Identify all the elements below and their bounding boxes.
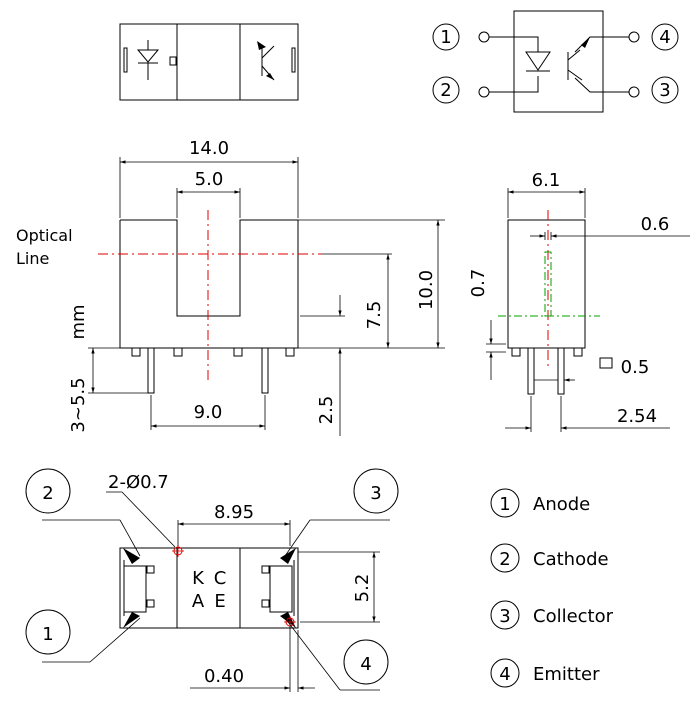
- schematic-pin-3-label: 3: [659, 80, 670, 101]
- schematic-transistor-icon: [567, 37, 590, 81]
- legend-pin-4-name: Emitter: [533, 664, 600, 685]
- schematic-pin-2-label: 2: [440, 80, 451, 101]
- dim-2-54-label: 2.54: [617, 406, 657, 427]
- dim-5-2-label: 5.2: [352, 574, 373, 603]
- optical-line-label-2: Line: [16, 249, 49, 268]
- pad-c-label: C: [214, 568, 227, 589]
- dim-6-1-label: 6.1: [532, 170, 561, 191]
- dim-0-6-label: 0.6: [641, 214, 670, 235]
- callout-pin-4-label: 4: [360, 654, 371, 675]
- pad-e-label: E: [214, 591, 225, 612]
- front-view: 14.0 5.0 Optical Line 10.0 7.5 2.5: [16, 138, 445, 436]
- schematic-pin-4-label: 4: [659, 27, 670, 48]
- legend-pin-2-num: 2: [499, 549, 510, 570]
- legend-pin-1-num: 1: [499, 494, 510, 515]
- led-diode-icon: [136, 40, 160, 80]
- dim-0-5-label: 0.5: [621, 357, 650, 378]
- dim-5-label: 5.0: [195, 169, 224, 190]
- callout-pin-3-label: 3: [370, 483, 381, 504]
- legend-pin-3-num: 3: [499, 606, 510, 627]
- unit-mm-label: mm: [68, 304, 89, 339]
- legend-pin-3-name: Collector: [533, 606, 614, 627]
- optical-line-label-1: Optical: [16, 226, 73, 245]
- dim-0-40-label: 0.40: [204, 666, 244, 687]
- pad-a-label: A: [192, 591, 205, 612]
- callout-pin-1-label: 1: [42, 624, 53, 645]
- schematic-pin-1-label: 1: [440, 27, 451, 48]
- pin-schematic: 1 2 4 3: [432, 10, 679, 113]
- footprint-view: K A C E 2-Ø0.7 8.95 5.2 0.40: [25, 468, 399, 692]
- dim-0-7-label: 0.7: [468, 269, 489, 298]
- legend-pin-4-num: 4: [499, 664, 510, 685]
- legend-pin-2-name: Cathode: [533, 549, 609, 570]
- side-view: 6.1 0.6 0.7 0.5 2.54: [468, 170, 690, 432]
- pin-legend: 1 Anode 2 Cathode 3 Collector 4 Emitter: [490, 488, 614, 688]
- legend-pin-1-name: Anode: [533, 494, 590, 515]
- symbol-block: [119, 23, 299, 101]
- dim-14-label: 14.0: [189, 138, 229, 159]
- schematic-diode-icon: [525, 51, 551, 72]
- dim-lead-length-label: 3~5.5: [68, 377, 89, 432]
- phototransistor-icon: [257, 41, 275, 81]
- callout-pin-2-label: 2: [42, 483, 53, 504]
- pad-k-label: K: [192, 568, 205, 589]
- dim-9-label: 9.0: [194, 402, 223, 423]
- square-lead-icon: [599, 357, 613, 369]
- hole-spec-label: 2-Ø0.7: [108, 472, 169, 493]
- dim-2-5-label: 2.5: [316, 396, 337, 425]
- dim-7-5-label: 7.5: [364, 301, 385, 330]
- dim-10-label: 10.0: [416, 270, 437, 310]
- dim-8-95-label: 8.95: [214, 502, 254, 523]
